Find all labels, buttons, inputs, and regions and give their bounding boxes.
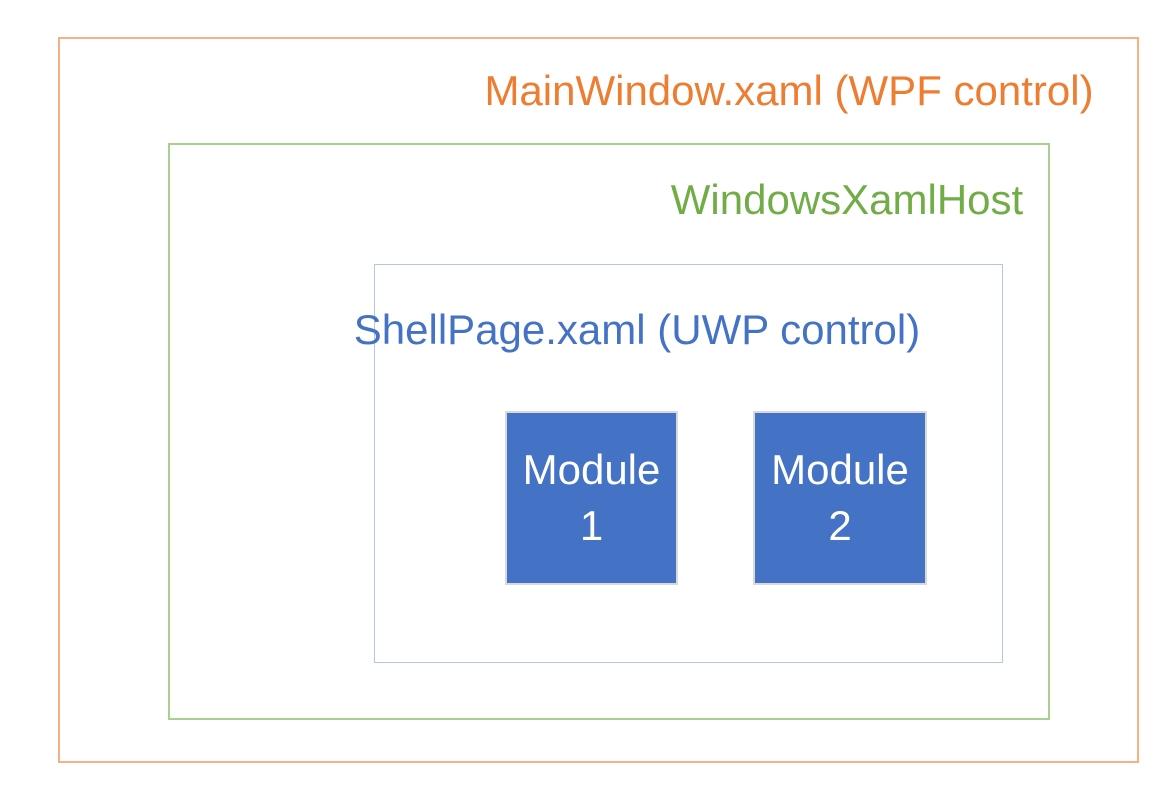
windows-xaml-host-label: WindowsXamlHost xyxy=(670,175,1024,223)
module-1-label: Module xyxy=(522,446,661,493)
module-1-number: 1 xyxy=(579,502,604,549)
module-2-box: Module 2 xyxy=(753,411,927,585)
module-1-box: Module 1 xyxy=(505,411,678,585)
mainwindow-wpf-box: MainWindow.xaml (WPF control) WindowsXam… xyxy=(58,37,1139,763)
shellpage-uwp-label: ShellPage.xaml (UWP control) xyxy=(353,305,921,353)
windows-xaml-host-box: WindowsXamlHost ShellPage.xaml (UWP cont… xyxy=(168,143,1050,720)
mainwindow-wpf-label: MainWindow.xaml (WPF control) xyxy=(484,66,1094,114)
shellpage-uwp-box: ShellPage.xaml (UWP control) Module 1 Mo… xyxy=(354,264,1003,663)
module-2-number: 2 xyxy=(828,502,852,549)
module-2-label: Module xyxy=(771,446,909,493)
